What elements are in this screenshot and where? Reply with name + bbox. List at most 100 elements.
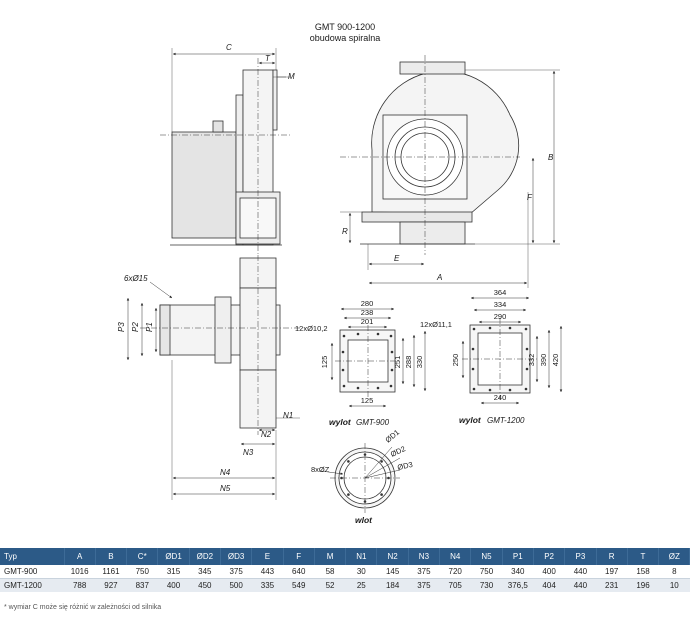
dim-label-t: T <box>265 54 271 63</box>
table-cell: 720 <box>439 565 471 579</box>
table-row: GMT-900 1016 1161 750 315 345 375 443 64… <box>0 565 690 579</box>
outlet900-dim-201: 201 <box>361 317 374 326</box>
bolts-label: 6xØ15 <box>124 274 148 283</box>
dim-label-a: A <box>436 273 442 282</box>
outlet900-dim-238: 238 <box>361 308 374 317</box>
inlet-d2-label: ØD2 <box>389 444 407 459</box>
table-header: B <box>95 548 128 565</box>
table-cell: 345 <box>189 565 221 579</box>
table-cell: 375 <box>408 578 440 592</box>
table-cell: 231 <box>596 578 628 592</box>
outlet1200-title: wylot <box>459 415 482 425</box>
outlet1200-holes-label: 12xØ11,1 <box>420 320 452 329</box>
table-cell: 500 <box>220 578 252 592</box>
outlet900-dim-125b: 125 <box>361 396 374 405</box>
dim-label-n3: N3 <box>243 448 254 457</box>
dim-label-n4: N4 <box>220 468 231 477</box>
table-cell: 549 <box>283 578 315 592</box>
table-header: F <box>283 548 315 565</box>
table-cell: GMT-900 <box>0 565 64 579</box>
outlet900-title: wylot <box>329 417 352 427</box>
table-header: ØD3 <box>220 548 253 565</box>
dim-label-m: M <box>288 72 295 81</box>
outlet-gmt900-drawing <box>330 307 427 408</box>
table-header: M <box>314 548 347 565</box>
table-header: E <box>251 548 284 565</box>
dim-label-n1: N1 <box>283 411 293 420</box>
dim-label-n5: N5 <box>220 484 231 493</box>
table-header: P1 <box>502 548 534 565</box>
table-header: ØD1 <box>157 548 190 565</box>
dim-label-c: C <box>226 43 232 52</box>
table-cell: 197 <box>596 565 628 579</box>
table-cell: 440 <box>564 578 597 592</box>
table-cell: 400 <box>157 578 190 592</box>
outlet1200-dim-334: 334 <box>494 300 507 309</box>
table-cell: 750 <box>126 565 158 579</box>
table-cell: 196 <box>627 578 659 592</box>
outlet900-dim-280: 280 <box>361 299 374 308</box>
inlet-drawing <box>320 443 401 513</box>
table-cell: 440 <box>564 565 597 579</box>
table-cell: 52 <box>314 578 346 592</box>
table-cell: 1016 <box>64 565 96 579</box>
table-cell: 376,5 <box>502 578 534 592</box>
outlet1200-dim-240: 240 <box>494 393 507 402</box>
top-view <box>126 255 300 500</box>
front-view <box>340 55 560 288</box>
drawing-title: GMT 900-1200 <box>315 22 375 32</box>
table-cell: 705 <box>439 578 471 592</box>
table-cell: 375 <box>408 565 440 579</box>
table-cell: 1161 <box>95 565 127 579</box>
inlet-d3-label: ØD3 <box>397 460 414 472</box>
side-view <box>160 48 290 255</box>
dim-label-n2: N2 <box>261 430 272 439</box>
dim-label-p2: P2 <box>131 322 140 332</box>
table-cell: 375 <box>220 565 252 579</box>
table-cell: 10 <box>658 578 690 592</box>
table-header: N1 <box>345 548 378 565</box>
table-cell: 404 <box>533 578 565 592</box>
table-header: P2 <box>533 548 566 565</box>
table-row: GMT-1200 788 927 837 400 450 500 335 549… <box>0 578 690 592</box>
outlet1200-dim-290: 290 <box>494 312 507 321</box>
outlet1200-dim-364: 364 <box>494 288 507 297</box>
table-header: N5 <box>470 548 503 565</box>
table-cell: 750 <box>470 565 503 579</box>
drawing-subtitle: obudowa spiralna <box>310 33 381 43</box>
inlet-holes <box>340 453 390 503</box>
outlet900-model: GMT-900 <box>356 418 390 427</box>
outlet-gmt1200-holes <box>471 326 529 392</box>
inlet-d1-label: ØD1 <box>384 428 402 445</box>
table-cell: 443 <box>251 565 284 579</box>
outlet900-holes-label: 12xØ10,2 <box>295 324 328 333</box>
outlet1200-dim-390: 390 <box>539 354 548 367</box>
table-cell: 30 <box>345 565 377 579</box>
table-header: T <box>627 548 660 565</box>
outlet1200-dim-250: 250 <box>451 354 460 367</box>
dim-label-f: F <box>527 193 533 202</box>
table-footnote: * wymiar C może się różnić w zależności … <box>4 604 162 611</box>
table-cell: GMT-1200 <box>0 578 64 592</box>
table-cell: 927 <box>95 578 127 592</box>
table-header: A <box>64 548 96 565</box>
table-cell: 730 <box>470 578 503 592</box>
dim-label-p3: P3 <box>117 322 126 332</box>
table-header: ØD2 <box>189 548 221 565</box>
table-cell: 158 <box>627 565 659 579</box>
inlet-holes-label: 8xØZ <box>311 465 330 474</box>
dim-label-e: E <box>394 254 400 263</box>
outlet900-dim-251: 251 <box>393 356 402 369</box>
table-cell: 184 <box>376 578 409 592</box>
outlet1200-dim-420: 420 <box>551 354 560 367</box>
table-header: P3 <box>564 548 597 565</box>
outlet1200-model: GMT-1200 <box>487 416 525 425</box>
outlet900-dim-125a: 125 <box>320 356 329 369</box>
table-cell: 450 <box>189 578 221 592</box>
dim-label-r: R <box>342 227 348 236</box>
outlet-gmt1200-drawing <box>461 296 563 405</box>
table-header: N4 <box>439 548 472 565</box>
dimension-table: Typ A B C* ØD1 ØD2 ØD3 E F M N1 N2 N3 N4… <box>0 548 690 592</box>
technical-drawing: GMT 900-1200 obudowa spiralna C T M <box>117 22 563 525</box>
dimension-table-wrapper: Typ A B C* ØD1 ØD2 ØD3 E F M N1 N2 N3 N4… <box>0 548 690 592</box>
